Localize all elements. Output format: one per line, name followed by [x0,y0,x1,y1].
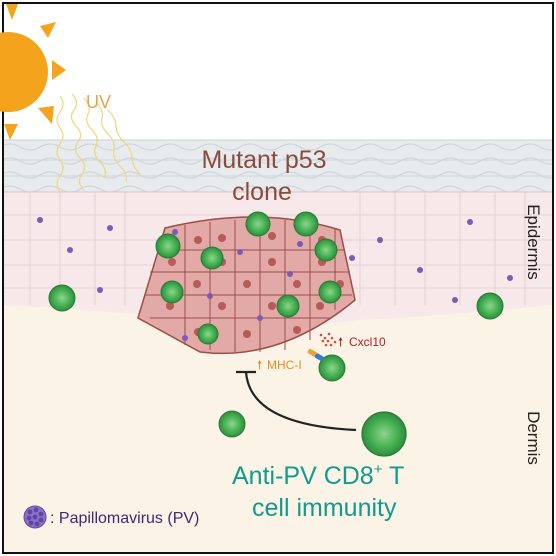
tcr-mhc-icon [307,348,324,362]
t-cell-icon [218,410,246,438]
sun-icon [0,4,66,140]
t-cell-icon [245,211,271,237]
cytokine-dots-icon [319,332,337,347]
t-cell-icon [361,411,407,457]
t-cell-icon [48,284,76,312]
t-cell-icon [476,292,504,320]
clone-label-line1: Mutant p53 [201,146,326,174]
immunity-text-after: T [382,462,404,490]
cxcl10-label: Cxcl10 [349,335,386,349]
inhibition-arrow-icon [244,371,357,432]
clone-label-line2: clone [232,178,292,206]
t-cell-icon [160,280,184,304]
t-cells [48,211,504,457]
dermis-label: Dermis [524,411,543,465]
papillomavirus-icon [23,505,47,529]
uv-label: UV [86,92,111,112]
immunity-label-line1: Anti-PV CD8+ T [232,461,404,490]
legend-label: : Papillomavirus (PV) [50,510,199,527]
immunity-label-line2: cell immunity [252,494,397,522]
t-cell-icon [314,238,338,262]
t-cell-icon [197,323,219,345]
immunity-superscript: + [374,461,383,478]
up-arrow-icon: 🠕 [338,335,343,349]
papillomavirus-particles [37,217,513,341]
dermis-layer [4,300,552,552]
t-cell-icon [293,211,319,237]
t-cell-icon [318,280,342,304]
immunity-text-main: Anti-PV CD8 [232,462,374,490]
up-arrow-icon: 🠕 [257,358,262,372]
epidermis-label: Epidermis [524,204,543,280]
t-cell-icon [318,354,346,382]
uv-ray-icon [56,93,141,193]
t-cell-icon [200,246,224,270]
legend: : Papillomavirus (PV) [23,505,199,529]
clone-nuclei [166,232,344,338]
t-cell-icon [276,294,300,318]
mhc-label: MHC-I [267,358,302,372]
t-cell-icon [155,233,181,259]
